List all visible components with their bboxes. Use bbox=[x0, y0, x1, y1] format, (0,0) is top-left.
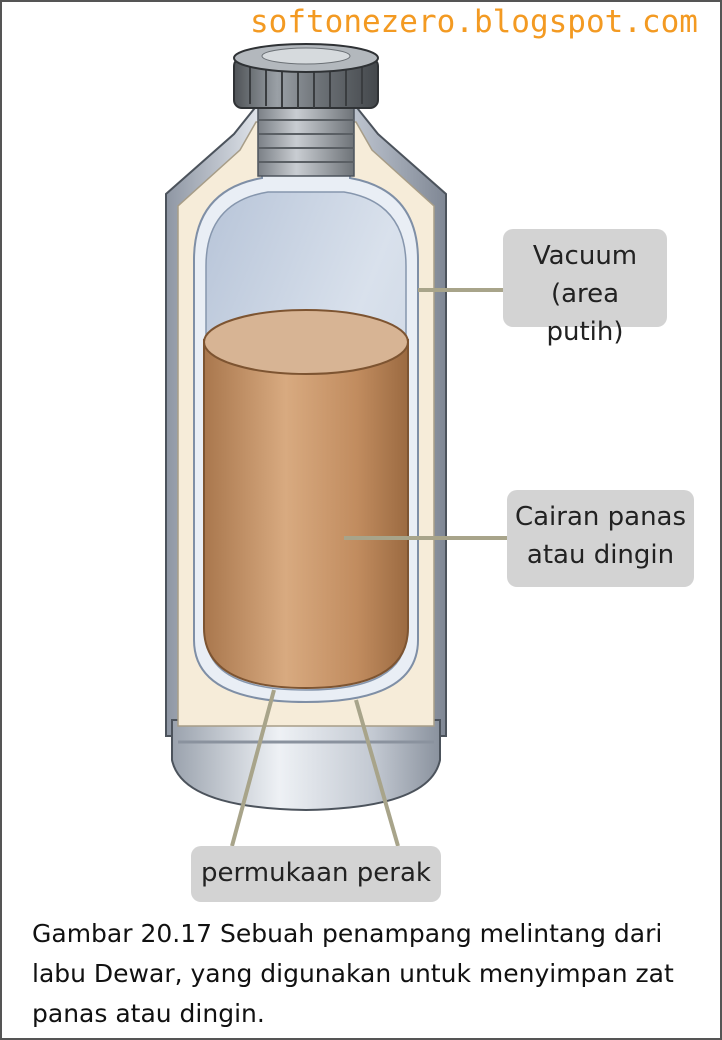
label-liquid-line2: atau dingin bbox=[526, 540, 675, 570]
label-vacuum-line2: (area putih) bbox=[546, 279, 624, 347]
label-silver-text: permukaan perak bbox=[201, 858, 431, 888]
figure-caption: Gambar 20.17 Sebuah penampang melintang … bbox=[32, 919, 674, 1028]
label-liquid: Cairan panas atau dingin bbox=[507, 490, 694, 587]
label-liquid-line1: Cairan panas bbox=[514, 502, 687, 532]
watermark-text: softonezero.blogspot.com bbox=[250, 4, 698, 40]
liquid-surface bbox=[203, 309, 409, 375]
label-vacuum-line1: Vacuum bbox=[532, 241, 638, 271]
leader-lines bbox=[230, 288, 507, 847]
liquid-body bbox=[203, 339, 409, 690]
label-vacuum: Vacuum (area putih) bbox=[503, 229, 667, 347]
metal-base bbox=[171, 719, 441, 812]
cap-grip-ridges bbox=[249, 66, 363, 108]
neck-threads bbox=[258, 119, 354, 163]
leader-silver-right bbox=[354, 699, 400, 847]
leader-silver-left bbox=[230, 689, 276, 847]
cap-top-inner bbox=[261, 47, 351, 65]
label-silver-surface: permukaan perak bbox=[191, 846, 441, 902]
